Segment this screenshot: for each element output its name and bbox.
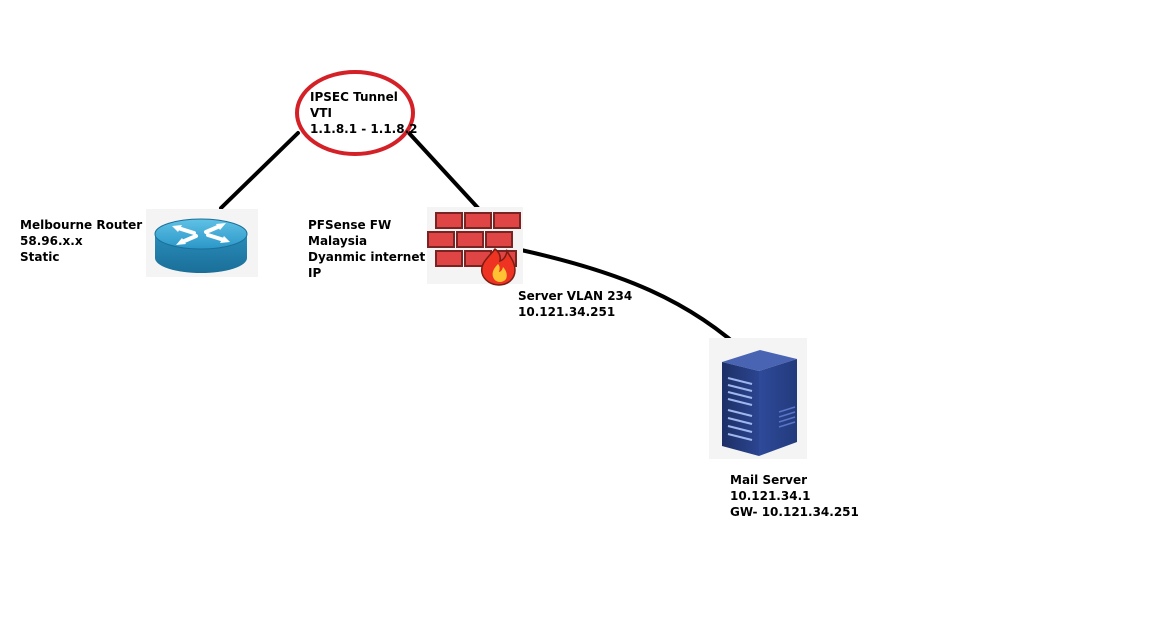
vlan-label-line: 10.121.34.251 [518, 305, 616, 319]
server-icon[interactable] [709, 338, 807, 459]
mail-server-label-line: 10.121.34.1 [730, 489, 811, 503]
firewall-label-line: PFSense FW [308, 218, 392, 232]
vlan-label: Server VLAN 234 10.121.34.251 [518, 288, 632, 320]
firewall-label-line: IP [308, 266, 322, 280]
router-label: Melbourne Router 58.96.x.x Static [20, 217, 142, 265]
router-label-line: Static [20, 250, 60, 264]
mail-server-label-line: Mail Server [730, 473, 808, 487]
firewall-label: PFSense FW Malaysia Dyanmic internet IP [308, 217, 425, 281]
tunnel-label-line: IPSEC Tunnel [310, 90, 398, 104]
link-tunnel-to-firewall [407, 131, 480, 210]
router-label-line: Melbourne Router [20, 218, 143, 232]
firewall-icon[interactable] [427, 207, 523, 286]
firewall-label-line: Malaysia [308, 234, 368, 248]
mail-server-label-line: GW- 10.121.34.251 [730, 505, 859, 519]
vlan-label-line: Server VLAN 234 [518, 289, 633, 303]
tunnel-label: IPSEC Tunnel VTI 1.1.8.1 - 1.1.8.2 [310, 89, 417, 137]
tunnel-label-line: 1.1.8.1 - 1.1.8.2 [310, 122, 418, 136]
link-router-to-tunnel [219, 131, 300, 210]
tunnel-highlight-circle [295, 70, 415, 156]
router-icon[interactable] [146, 209, 258, 277]
firewall-label-line: Dyanmic internet [308, 250, 426, 264]
tunnel-label-line: VTI [310, 106, 332, 120]
router-label-line: 58.96.x.x [20, 234, 83, 248]
link-firewall-to-mail-server [519, 248, 752, 359]
mail-server-label: Mail Server 10.121.34.1 GW- 10.121.34.25… [730, 472, 859, 520]
